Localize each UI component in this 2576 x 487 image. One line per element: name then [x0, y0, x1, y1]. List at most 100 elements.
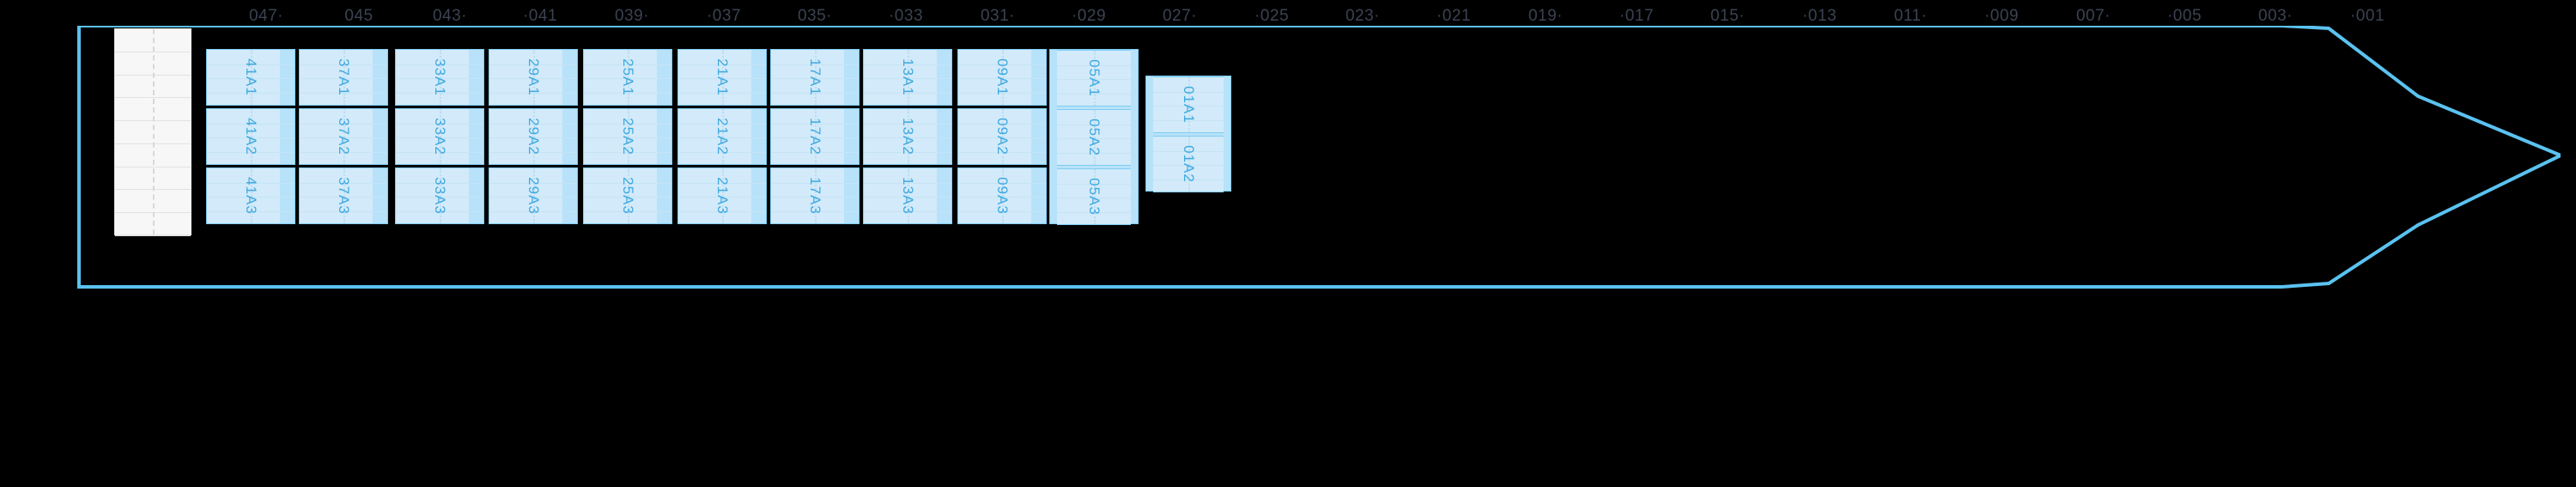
bay-37A-tier[interactable]: 37A1 — [299, 49, 388, 106]
bay-41A-tier[interactable]: 41A2 — [206, 108, 295, 165]
tier-centerline — [908, 50, 909, 105]
tier-label: 37A2 — [336, 118, 352, 155]
tier-rail — [373, 109, 387, 164]
tier-rail — [373, 50, 387, 105]
tier-centerline — [1002, 168, 1004, 223]
tier-centerline — [628, 168, 629, 223]
ruler-tick: 031· — [980, 7, 1016, 25]
tier-label: 17A2 — [807, 118, 823, 155]
tier-label: 29A2 — [526, 118, 542, 155]
accommodation-centerline — [153, 29, 155, 234]
tier-label: 09A2 — [994, 118, 1011, 155]
ruler-tick: 015· — [1710, 7, 1746, 25]
bay-41A[interactable]: 41A1 41A2 41A3 — [206, 49, 295, 224]
bay-21A-tier[interactable]: 21A3 — [677, 167, 767, 224]
tier-label: 25A2 — [620, 118, 636, 155]
bay-37A-tier[interactable]: 37A2 — [299, 108, 388, 165]
bay-13A[interactable]: 13A1 13A2 13A3 — [863, 49, 952, 224]
bay-17A-tier[interactable]: 17A2 — [770, 108, 860, 165]
bay-05A-tier[interactable]: 05A2 — [1057, 109, 1131, 166]
tier-label: 41A1 — [243, 58, 259, 96]
bay-05A-tier[interactable]: 05A3 — [1057, 168, 1131, 225]
bay-37A[interactable]: 37A1 37A2 37A3 — [299, 49, 388, 224]
tier-centerline — [722, 109, 724, 164]
tier-centerline — [1002, 109, 1004, 164]
bay-01A-tier[interactable]: 01A1 — [1153, 76, 1224, 133]
ruler-tick: 011· — [1893, 7, 1928, 25]
bay-21A-tier[interactable]: 21A1 — [677, 49, 767, 106]
bay-17A-tier[interactable]: 17A1 — [770, 49, 860, 106]
bay-13A-tier[interactable]: 13A2 — [863, 108, 952, 165]
accommodation-row — [115, 213, 191, 236]
ruler-tick: 043· — [432, 7, 468, 25]
tier-label: 41A2 — [243, 118, 259, 155]
tier-centerline — [1188, 77, 1190, 132]
bay-41A-tier[interactable]: 41A1 — [206, 49, 295, 106]
bay-25A-tier[interactable]: 25A2 — [583, 108, 672, 165]
bay-17A-tier[interactable]: 17A3 — [770, 167, 860, 224]
bay-13A-tier[interactable]: 13A1 — [863, 49, 952, 106]
bay-09A[interactable]: 09A1 09A2 09A3 — [957, 49, 1047, 224]
ruler-tick: ·001 — [2349, 7, 2385, 25]
bay-33A-tier[interactable]: 33A3 — [395, 167, 484, 224]
tier-centerline — [815, 109, 817, 164]
bay-05A[interactable]: 05A1 05A2 05A3 — [1049, 49, 1139, 225]
ruler-tick: 047· — [248, 7, 284, 25]
tier-rail — [751, 109, 766, 164]
bay-29A[interactable]: 29A1 29A2 29A3 — [489, 49, 578, 224]
tier-rail — [657, 109, 671, 164]
tier-label: 29A3 — [526, 177, 542, 215]
bay-37A-tier[interactable]: 37A3 — [299, 167, 388, 224]
tier-rail — [280, 50, 295, 105]
tier-label: 05A1 — [1086, 59, 1103, 97]
bay-33A-tier[interactable]: 33A1 — [395, 49, 484, 106]
ruler-tick: 035· — [797, 7, 833, 25]
tier-rail — [937, 168, 951, 223]
tier-label: 17A1 — [807, 58, 823, 96]
tier-label: 05A2 — [1086, 119, 1103, 156]
ruler-tick: 019· — [1528, 7, 1564, 25]
tier-label: 13A2 — [900, 118, 916, 155]
bay-33A-tier[interactable]: 33A2 — [395, 108, 484, 165]
ruler-tick: ·037 — [706, 7, 742, 25]
tier-centerline — [440, 109, 441, 164]
bay-09A-tier[interactable]: 09A2 — [957, 108, 1047, 165]
tier-rail — [469, 50, 483, 105]
bay-25A[interactable]: 25A1 25A2 25A3 — [583, 49, 672, 224]
bay-25A-tier[interactable]: 25A3 — [583, 167, 672, 224]
bay-29A-tier[interactable]: 29A3 — [489, 167, 578, 224]
bay-05A-tier[interactable]: 05A1 — [1057, 50, 1131, 107]
tier-label: 37A1 — [336, 58, 352, 96]
bay-41A-tier[interactable]: 41A3 — [206, 167, 295, 224]
tier-centerline — [251, 50, 252, 105]
tier-label: 05A3 — [1086, 178, 1103, 216]
bay-25A-tier[interactable]: 25A1 — [583, 49, 672, 106]
bay-29A-tier[interactable]: 29A2 — [489, 108, 578, 165]
bay-09A-tier[interactable]: 09A1 — [957, 49, 1047, 106]
bay-09A-tier[interactable]: 09A3 — [957, 167, 1047, 224]
ruler-tick: ·005 — [2166, 7, 2202, 25]
tier-label: 33A1 — [432, 58, 448, 96]
ruler-tick: ·013 — [1801, 7, 1838, 25]
tier-rail — [937, 50, 951, 105]
ruler-tick: 045 — [344, 7, 374, 25]
tier-rail — [280, 109, 295, 164]
tier-rail — [1031, 168, 1046, 223]
bay-01A-tier[interactable]: 01A2 — [1153, 136, 1224, 192]
tier-rail — [937, 109, 951, 164]
tier-centerline — [1094, 169, 1096, 224]
tier-label: 09A1 — [994, 58, 1011, 96]
bay-13A-tier[interactable]: 13A3 — [863, 167, 952, 224]
tier-centerline — [533, 168, 535, 223]
ruler-tick: 003· — [2257, 7, 2293, 25]
bay-29A-tier[interactable]: 29A1 — [489, 49, 578, 106]
bay-17A[interactable]: 17A1 17A2 17A3 — [770, 49, 860, 224]
bay-21A-tier[interactable]: 21A2 — [677, 108, 767, 165]
tier-rail — [844, 168, 859, 223]
tier-centerline — [533, 50, 535, 105]
tier-centerline — [440, 50, 441, 105]
tier-centerline — [251, 168, 252, 223]
